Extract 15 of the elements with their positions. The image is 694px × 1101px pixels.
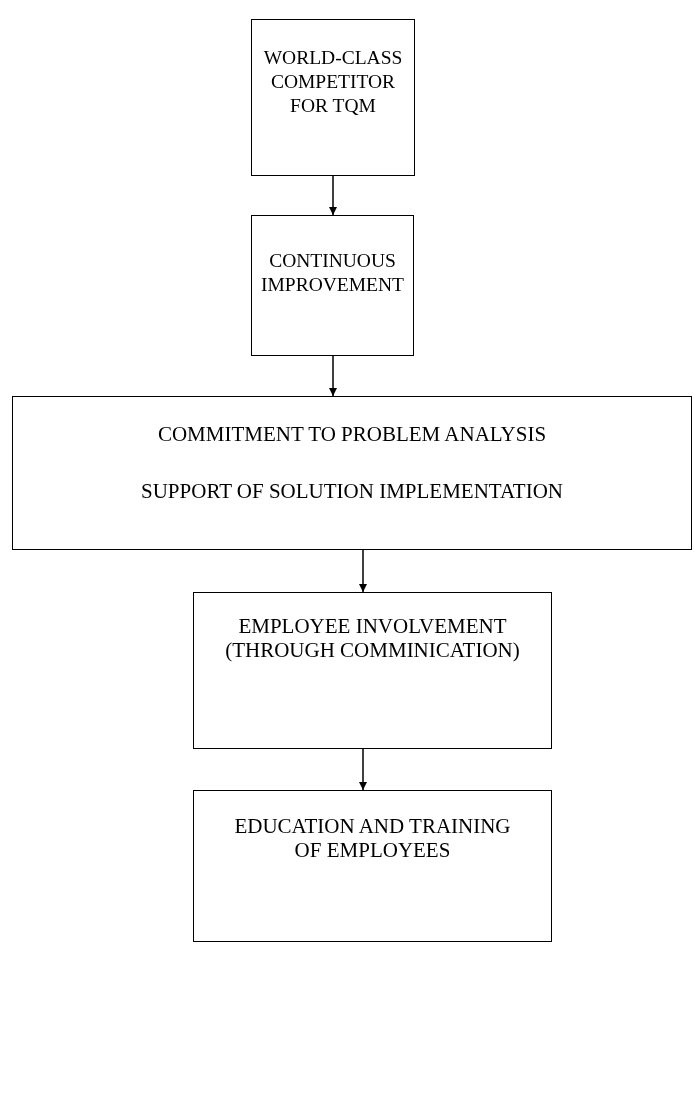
arrow (359, 748, 367, 791)
arrow (329, 175, 337, 216)
arrow (329, 355, 337, 397)
process-box (193, 592, 552, 749)
process-box (251, 215, 414, 356)
arrow (359, 549, 367, 593)
process-box (12, 396, 692, 550)
box-label: EDUCATION AND TRAINING OF EMPLOYEES (233, 814, 512, 862)
box-label: CONTINUOUS IMPROVEMENT (260, 249, 405, 297)
box-label: WORLD-CLASS COMPETITOR FOR TQM (262, 46, 404, 118)
box-label: COMMITMENT TO PROBLEM ANALYSIS (157, 422, 547, 446)
box-label: SUPPORT OF SOLUTION IMPLEMENTATION (141, 479, 563, 503)
process-box (193, 790, 552, 942)
process-box (251, 19, 415, 176)
box-label: EMPLOYEE INVOLVEMENT (THROUGH COMMINICATION) (224, 614, 521, 662)
